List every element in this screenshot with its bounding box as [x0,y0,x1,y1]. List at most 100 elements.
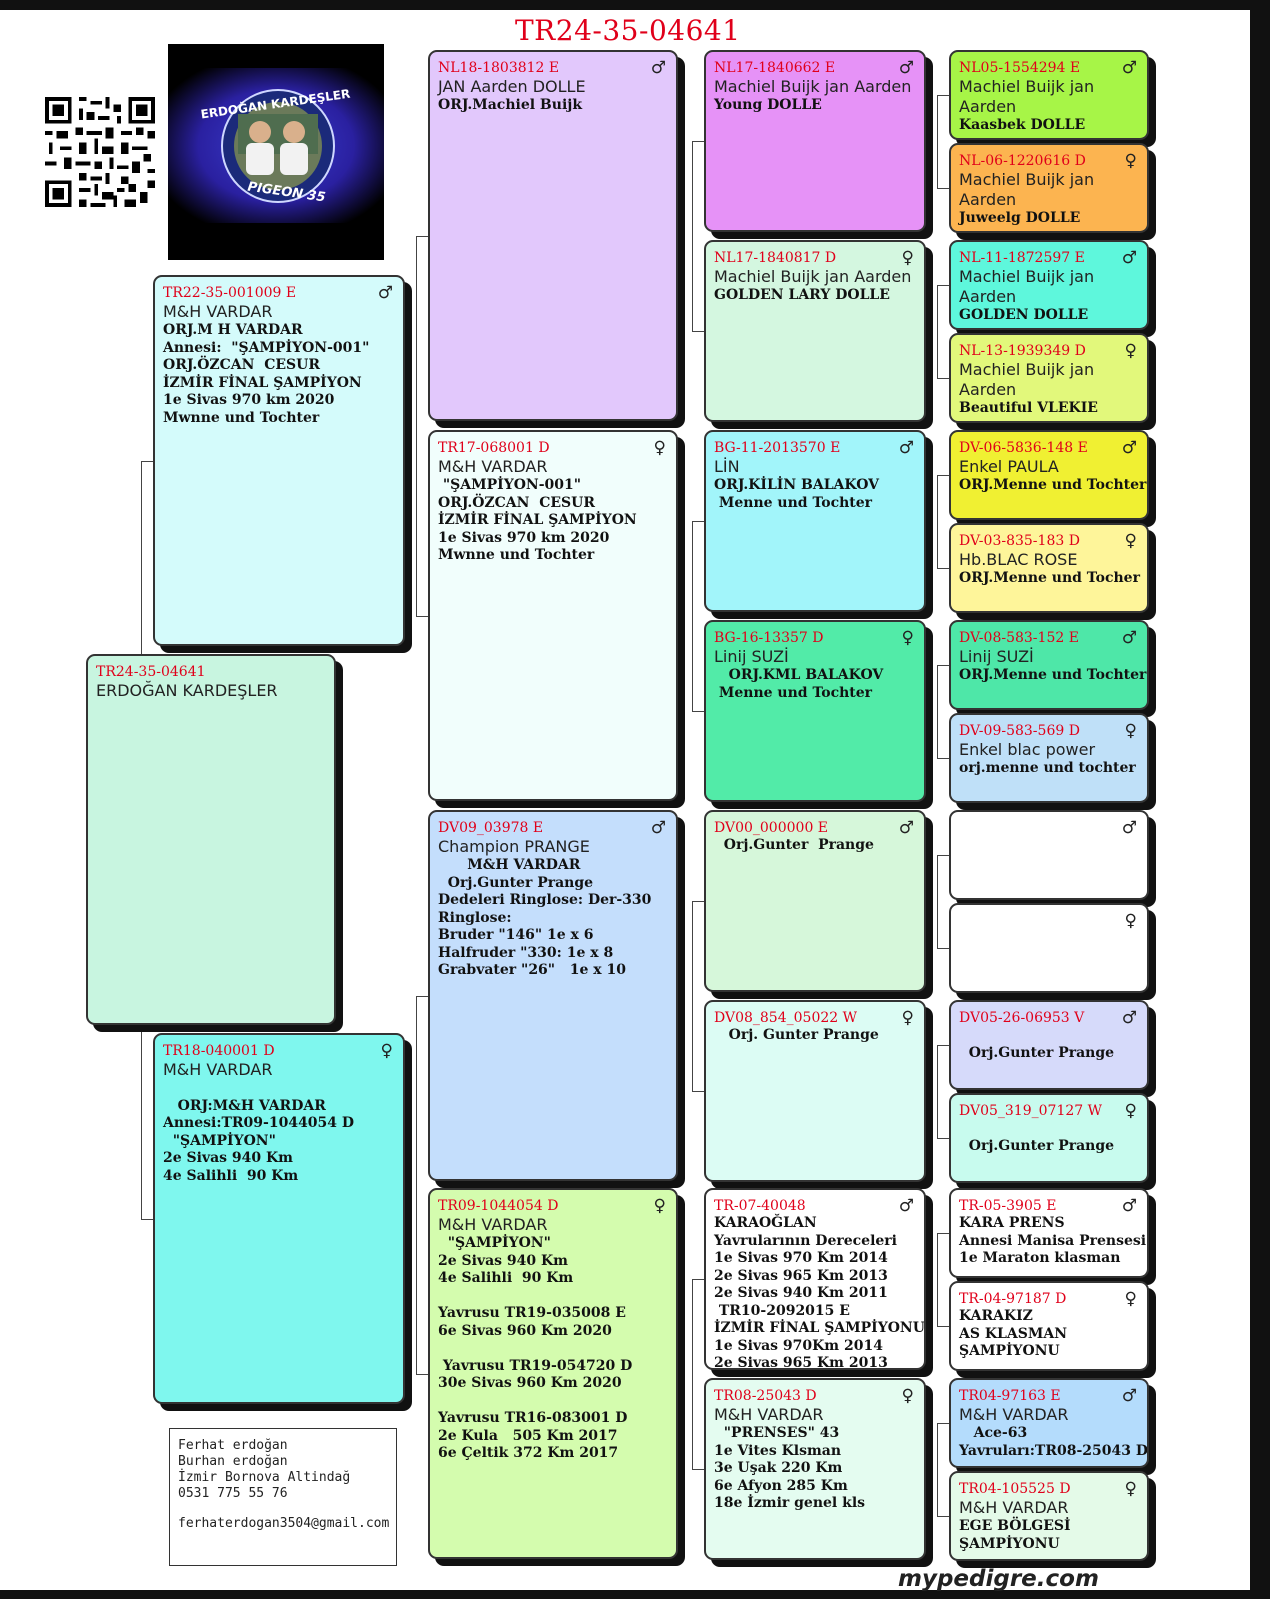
ring-number: DV08_854_05022 W [714,1010,858,1026]
connector-line [937,1423,938,1516]
connector-line [937,1516,949,1517]
ring-number: TR04-97163 E [959,1388,1061,1404]
pigeon-card[interactable]: ♂DV00_000000 E Orj.Gunter Prange [704,810,926,992]
pigeon-detail-line: 6e Çeltik 372 Km 2017 [438,1445,619,1461]
male-symbol-icon: ♂ [650,58,666,78]
connector-line [937,285,949,286]
pigeon-detail-line: 1e Sivas 970 km 2020 [438,529,610,546]
pigeon-detail-line: 2e Sivas 940 Km [163,1150,293,1166]
male-symbol-icon: ♂ [1121,628,1137,648]
connector-line [416,235,417,616]
pigeon-detail-line: 4e Salihli 90 Km [438,1270,574,1286]
male-symbol-icon: ♂ [898,438,914,458]
ring-number: TR09-1044054 D [438,1198,559,1214]
connector-line [937,665,949,666]
pigeon-detail-line: ŞAMPİYONU [959,1343,1060,1359]
pigeon-name: Machiel Buijk jan Aarden [959,77,1095,116]
pigeon-card[interactable]: ♀ [949,903,1149,993]
ring-number: TR18-040001 D [163,1043,275,1059]
ring-number: TR04-105525 D [959,1481,1071,1497]
connector-line [692,141,704,142]
female-symbol-icon: ♀ [653,1196,666,1216]
pigeon-detail-line: ORJ.Menne und Tochter [959,667,1147,683]
male-symbol-icon: ♂ [1121,248,1137,268]
pigeon-name: JAN Aarden DOLLE [438,77,586,96]
footer-brand[interactable]: mypedigre.com [898,1566,1099,1592]
pigeon-detail-line: 1e Sivas 970 km 2020 [163,392,335,408]
ring-number: NL17-1840817 D [714,250,837,266]
pigeon-detail-line: 6e Afyon 285 Km [714,1477,848,1494]
club-logo: ERDOĞAN KARDEŞLER PIGEON 35 [168,44,384,260]
connector-line [937,188,949,189]
pigeon-name: M&H VARDAR [163,302,273,321]
pigeon-name: M&H VARDAR [438,1215,548,1234]
pigeon-detail-line: Menne und Tochter [714,494,873,511]
ring-number: TR08-25043 D [714,1388,817,1404]
pigeon-detail-line: AS KLASMAN [959,1325,1067,1342]
pigeon-detail-line: 1e Maraton klasman [959,1250,1121,1266]
pigeon-detail-line: 2e Sivas 965 Km 2013 [714,1355,888,1370]
pigeon-card[interactable]: ♀DV05_319_07127 W Orj.Gunter Prange [949,1093,1149,1183]
pigeon-card[interactable]: ♂DV05-26-06953 V Orj.Gunter Prange [949,1000,1149,1090]
contact-line: İzmir Bornova Altindağ [178,1470,351,1485]
pigeon-detail-line: Orj.Gunter Prange [959,1137,1115,1154]
ring-number: TR22-35-001009 E [163,285,297,301]
connector-line [692,521,704,522]
pigeon-detail-line: orj.menne und tochter [959,760,1136,776]
connector-line [692,331,704,332]
qr-code-icon[interactable] [45,97,155,207]
pigeon-detail-line [959,1120,1139,1138]
pigeon-name: M&H VARDAR [959,1498,1069,1517]
pigeon-card[interactable]: ♂ [949,810,1149,900]
connector-line [937,285,938,378]
male-symbol-icon: ♂ [377,283,393,303]
connector-line [937,1045,949,1046]
pigeon-card[interactable]: ♀DV08_854_05022 W Orj. Gunter Prange [704,1000,926,1182]
connector-line [937,1326,949,1327]
pigeon-detail-line: ORJ.Menne und Tochter [959,477,1147,493]
pigeon-detail-line: İZMİR FİNAL ŞAMPİYON [438,512,637,528]
pigeon-detail-line: ORJ:M&H VARDAR [163,1097,326,1114]
pigeon-detail-line: KARAKIZ [959,1308,1033,1324]
female-symbol-icon: ♀ [901,248,914,268]
female-symbol-icon: ♀ [901,628,914,648]
ring-number: DV-08-583-152 E [959,630,1079,646]
contact-email[interactable]: ferhaterdogan3504@gmail.com [178,1516,390,1531]
pigeon-detail-line: Annesi: "ŞAMPİYON-001" [163,339,370,356]
pigeon-detail-line [438,1393,668,1411]
pigeon-detail-line: İZMİR FİNAL ŞAMPİYON [163,374,362,391]
pigeon-detail-line: GOLDEN LARY DOLLE [714,287,890,303]
pigeon-detail-line: Bruder "146" 1e x 6 [438,927,594,943]
pigeon-detail-line: "ŞAMPİYON" [438,1235,551,1251]
pigeon-name: Machiel Buijk jan Aarden [959,170,1095,209]
female-symbol-icon: ♀ [901,1008,914,1028]
connector-line [416,615,428,617]
pigeon-detail-line: Yavrularının Dereceleri [714,1232,897,1249]
pigeon-name: Enkel PAULA [959,457,1059,476]
